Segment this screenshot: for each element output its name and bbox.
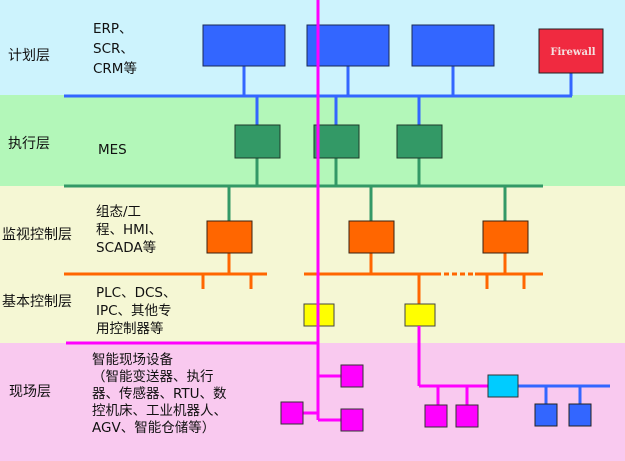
layer-label-basic: 基本控制层: [2, 294, 72, 310]
firewall-label: Firewall: [550, 47, 595, 58]
mes-node-1: [234, 124, 281, 159]
firewall-node: [538, 28, 604, 74]
layer-label-supervisory: 监视控制层: [2, 227, 72, 243]
crm-server-node: [411, 24, 495, 67]
field-bus: [66, 0, 489, 422]
device-bus: [518, 384, 610, 404]
supervisory-node-1: [206, 220, 253, 254]
layer-desc-field: 智能现场设备 （智能变送器、执行 器、传感器、RTU、数 控机床、工业机器人、 …: [92, 352, 227, 436]
layer-label-field: 现场层: [9, 384, 51, 400]
layer-desc-execution: MES: [98, 142, 127, 158]
field-device-2: [340, 408, 364, 432]
execution-bus: [64, 158, 543, 221]
field-layer-band: [0, 343, 625, 461]
layer-desc-planning: ERP、 SCR、 CRM等: [93, 21, 137, 77]
field-device-3: [280, 401, 304, 425]
control-bus: [64, 253, 543, 304]
erp-server-node: [202, 24, 286, 67]
mes-node-2: [313, 124, 360, 159]
layer-desc-supervisory: 组态/工 程、HMI、 SCADA等: [96, 204, 163, 256]
layer-desc-basic: PLC、DCS、 IPC、其他专 用控制器等: [96, 285, 177, 337]
basic-control-node-2: [404, 303, 436, 327]
supervisory-node-3: [482, 220, 529, 254]
supervisory-node-2: [348, 220, 395, 254]
field-device-5: [455, 404, 479, 428]
gateway-node: [487, 374, 519, 398]
execution-layer-band: [0, 95, 625, 186]
mes-node-3: [396, 124, 443, 159]
field-device-1: [340, 364, 364, 388]
layer-label-planning: 计划层: [8, 48, 50, 64]
field-bus-device-2: [568, 403, 592, 427]
field-device-4: [424, 404, 448, 428]
scr-server-node: [306, 24, 390, 67]
field-bus-device-1: [534, 403, 558, 427]
layer-label-execution: 执行层: [8, 136, 50, 152]
